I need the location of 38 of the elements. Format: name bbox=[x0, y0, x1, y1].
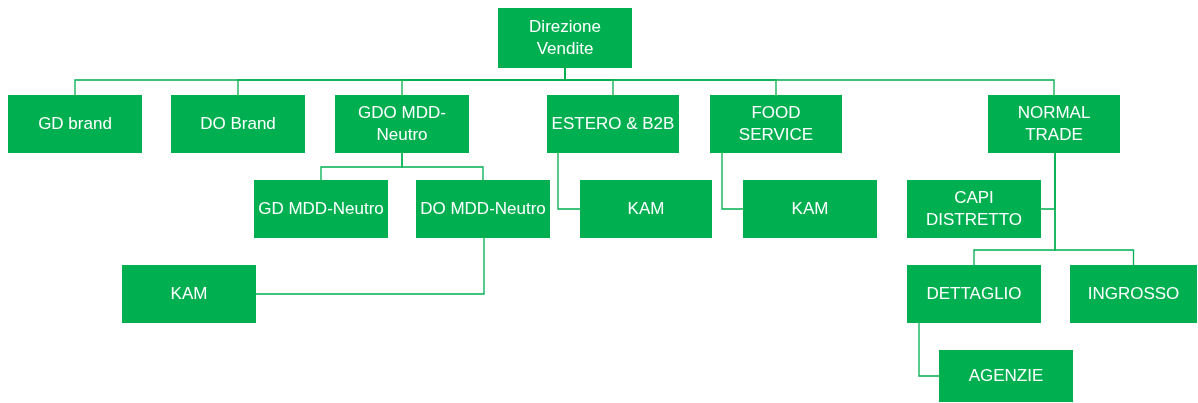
box-label: GD brand bbox=[38, 113, 112, 135]
box-label: FOOD SERVICE bbox=[737, 102, 815, 146]
box-label: AGENZIE bbox=[968, 365, 1044, 387]
connector-line bbox=[557, 152, 581, 210]
org-box bbox=[939, 350, 1073, 402]
org-box bbox=[8, 95, 142, 153]
org-box bbox=[498, 8, 632, 68]
org-box bbox=[416, 180, 550, 238]
connector-line bbox=[918, 322, 940, 377]
org-box bbox=[907, 180, 1041, 238]
box-label: KAM bbox=[627, 198, 665, 220]
org-box bbox=[122, 265, 256, 323]
box-label: GD MDD-Neutro bbox=[258, 198, 384, 220]
org-box bbox=[171, 95, 305, 153]
connector-line bbox=[1054, 152, 1135, 266]
box-label: INGROSSO bbox=[1087, 283, 1180, 305]
org-box bbox=[907, 265, 1041, 323]
box-label: GDO MDD-Neutro bbox=[357, 102, 447, 146]
org-box bbox=[743, 180, 877, 238]
box-label: KAM bbox=[791, 198, 829, 220]
box-label: ESTERO & B2B bbox=[551, 113, 675, 135]
connector-line bbox=[255, 237, 485, 295]
org-box bbox=[547, 95, 679, 153]
connector-line bbox=[401, 152, 484, 181]
org-box bbox=[254, 180, 388, 238]
org-box bbox=[580, 180, 712, 238]
box-label: DO Brand bbox=[200, 113, 276, 135]
org-box bbox=[335, 95, 469, 153]
box-label: DO MDD-Neutro bbox=[420, 198, 546, 220]
box-label: CAPI DISTRETTO bbox=[925, 187, 1023, 231]
org-box bbox=[710, 95, 842, 153]
org-box bbox=[988, 95, 1120, 153]
box-label: NORMAL TRADE bbox=[1016, 102, 1092, 146]
box-label: Direzione Vendite bbox=[528, 16, 602, 60]
box-label: DETTAGLIO bbox=[926, 283, 1022, 305]
box-label: KAM bbox=[170, 283, 208, 305]
connector-line bbox=[721, 152, 744, 210]
org-box bbox=[1070, 265, 1197, 323]
